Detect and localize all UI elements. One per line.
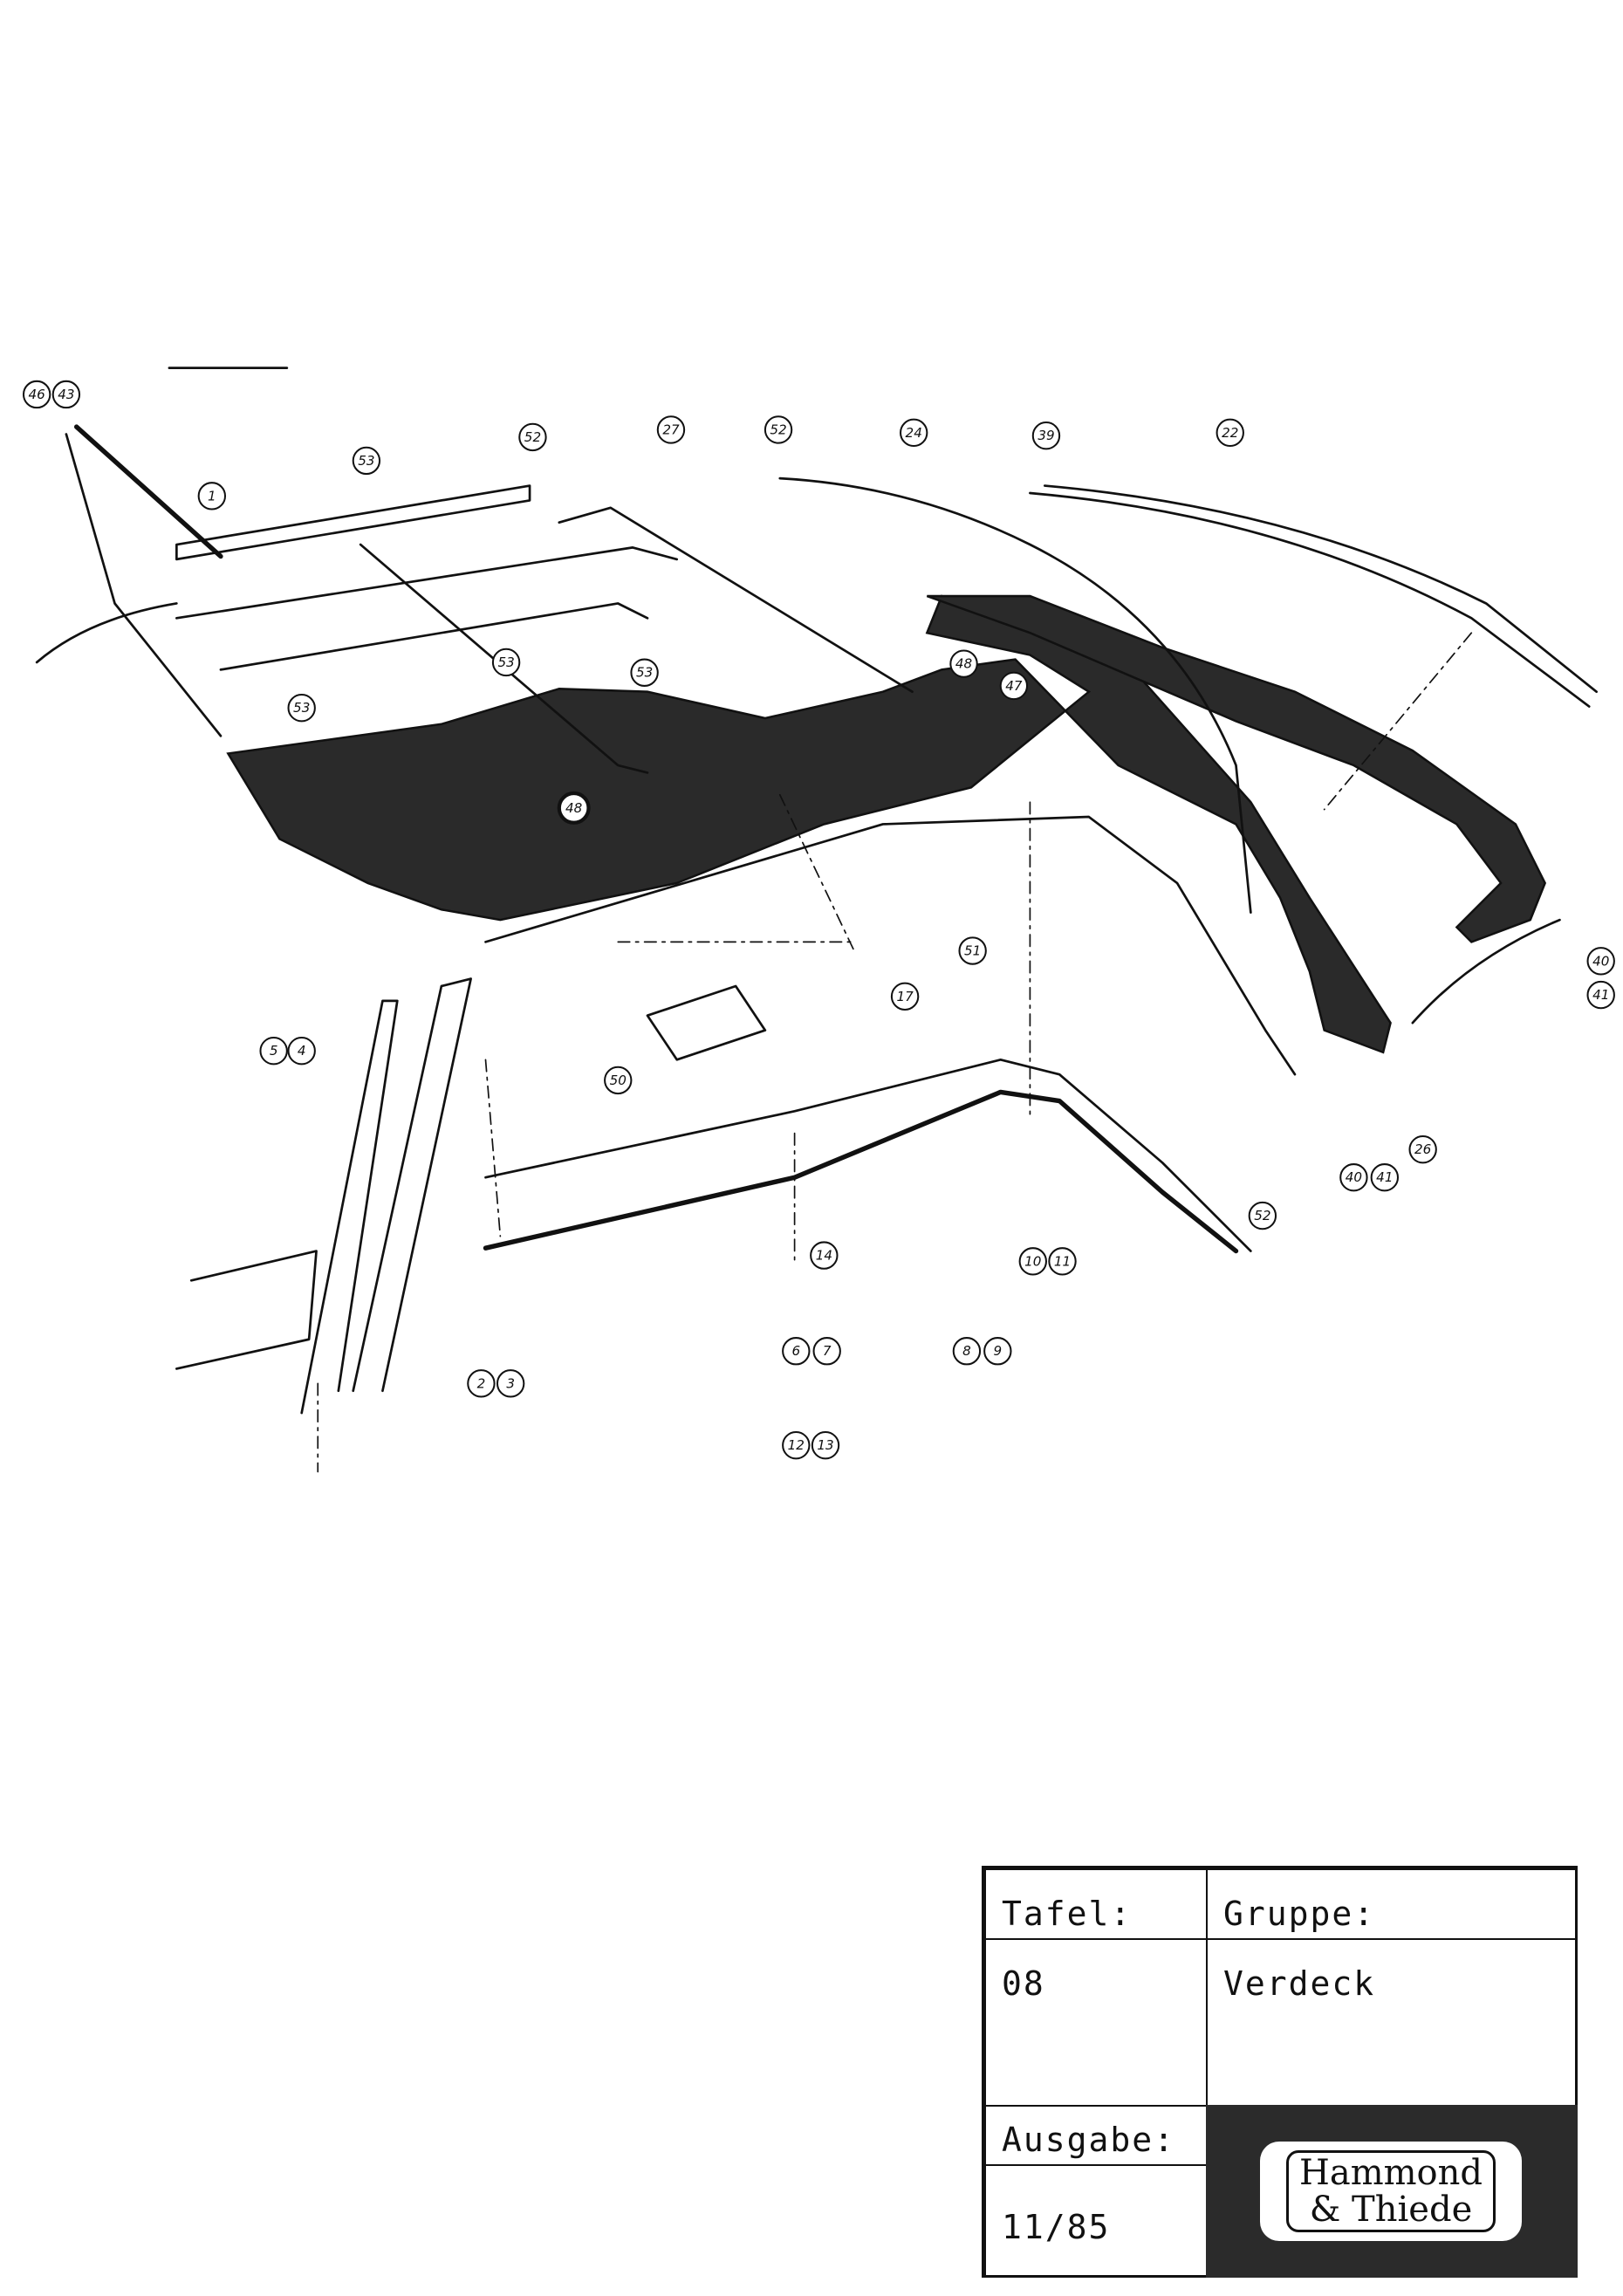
svg-text:41: 41 [1592, 987, 1609, 1003]
svg-text:12: 12 [788, 1437, 805, 1453]
svg-text:46: 46 [29, 387, 45, 402]
svg-text:9: 9 [993, 1343, 1002, 1359]
svg-text:48: 48 [565, 800, 582, 816]
svg-text:48: 48 [955, 656, 972, 672]
ausgabe-value: 11/85 [984, 2164, 1208, 2278]
callout: 53 [287, 694, 316, 723]
svg-text:40: 40 [1346, 1169, 1362, 1185]
callout: 53 [630, 658, 659, 687]
callout: 47 [999, 671, 1029, 701]
svg-text:52: 52 [770, 422, 786, 437]
callout: 5 [259, 1036, 288, 1066]
callout: 4 [287, 1036, 316, 1066]
callout: 11 [1048, 1247, 1077, 1276]
svg-text:53: 53 [497, 655, 514, 670]
callout: 50 [604, 1066, 633, 1095]
top-frame [35, 367, 1598, 1473]
callout: 40 [1339, 1163, 1368, 1192]
callout: 52 [1248, 1201, 1277, 1230]
tafel-label: Tafel: [984, 1868, 1208, 1940]
svg-text:11: 11 [1054, 1253, 1071, 1269]
callout: 14 [810, 1241, 839, 1270]
callout: 17 [890, 982, 920, 1011]
svg-text:53: 53 [636, 665, 653, 681]
ausgabe-label: Ausgabe: [984, 2105, 1208, 2166]
callout: 48 [949, 649, 978, 678]
svg-text:22: 22 [1222, 425, 1238, 441]
callout: 52 [764, 415, 793, 444]
callout: 13 [811, 1430, 840, 1460]
callout: 39 [1031, 422, 1061, 450]
svg-text:26: 26 [1414, 1141, 1431, 1157]
top-cover-fabric [226, 594, 1392, 1054]
svg-text:40: 40 [1592, 953, 1609, 969]
svg-text:52: 52 [524, 429, 541, 445]
svg-text:53: 53 [293, 700, 310, 716]
logo-line-2: & Thiede [1309, 2190, 1473, 2230]
callout: 7 [812, 1337, 841, 1366]
callout: 1 [197, 482, 227, 511]
title-block: Tafel: Gruppe: 08 Verdeck Ausgabe: 11/85… [982, 1866, 1578, 2278]
svg-text:2: 2 [477, 1375, 486, 1391]
svg-text:52: 52 [1254, 1208, 1270, 1223]
svg-text:39: 39 [1037, 428, 1054, 443]
svg-text:1: 1 [208, 488, 216, 504]
svg-text:4: 4 [298, 1043, 306, 1059]
tafel-value: 08 [984, 1938, 1208, 2107]
callout: 2 [467, 1369, 496, 1398]
svg-text:13: 13 [817, 1437, 833, 1453]
callout: 6 [782, 1337, 811, 1366]
svg-text:8: 8 [962, 1343, 971, 1359]
gruppe-value: Verdeck [1206, 1938, 1578, 2107]
hammond-thiede-logo: Hammond& Thiede [1206, 2105, 1578, 2278]
svg-text:17: 17 [896, 989, 914, 1004]
svg-text:53: 53 [358, 453, 374, 469]
svg-text:24: 24 [906, 425, 922, 441]
rear-fabric-strip [926, 594, 1547, 943]
callout: 26 [1408, 1134, 1437, 1164]
callout: 46 [22, 380, 51, 409]
callout: 53 [352, 446, 381, 476]
callout: 24 [900, 418, 928, 448]
callout: 51 [958, 936, 987, 965]
callout: 41 [1586, 980, 1615, 1010]
svg-text:3: 3 [506, 1375, 515, 1391]
callout: 12 [782, 1430, 811, 1460]
svg-text:6: 6 [791, 1343, 800, 1359]
callout: 40 [1586, 947, 1615, 976]
svg-text:27: 27 [662, 422, 680, 437]
callout: 53 [491, 648, 521, 677]
svg-text:47: 47 [1005, 678, 1023, 694]
callout: 8 [952, 1337, 982, 1366]
svg-text:50: 50 [610, 1073, 627, 1088]
svg-text:43: 43 [58, 387, 74, 402]
svg-text:14: 14 [816, 1248, 832, 1264]
callout: 41 [1370, 1163, 1400, 1192]
logo-line-1: Hammond [1298, 2153, 1483, 2193]
callout: 9 [983, 1337, 1012, 1366]
callout: 3 [496, 1369, 525, 1398]
gruppe-label: Gruppe: [1206, 1868, 1578, 1940]
callout: 22 [1216, 418, 1244, 448]
callout: 27 [656, 415, 686, 444]
callout: 48 [557, 791, 591, 825]
callout: 43 [51, 380, 81, 409]
callout: 52 [518, 422, 547, 452]
callouts: 46 43 1 53 52 27 52 24 39 22 53 53 53 48… [22, 380, 1615, 1460]
svg-text:5: 5 [270, 1043, 278, 1059]
svg-text:51: 51 [964, 943, 981, 959]
svg-text:41: 41 [1376, 1169, 1393, 1185]
callout: 10 [1018, 1247, 1047, 1276]
svg-text:10: 10 [1024, 1253, 1041, 1269]
svg-text:7: 7 [823, 1343, 832, 1359]
